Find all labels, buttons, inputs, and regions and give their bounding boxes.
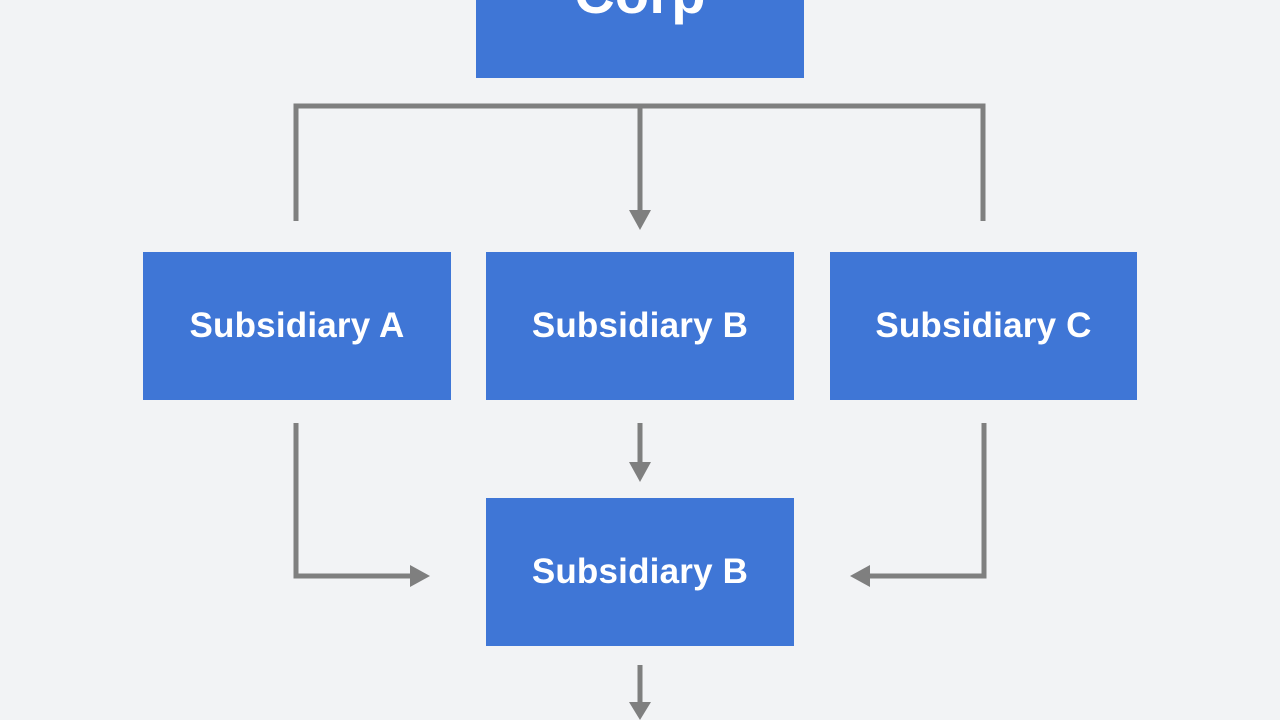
arrowhead-to-b <box>629 210 651 230</box>
arrowhead-lower-b-down <box>629 702 651 720</box>
node-parent-corp[interactable]: Corp <box>476 0 804 78</box>
connector-a-to-lower-b <box>293 423 412 579</box>
node-label: Subsidiary A <box>189 306 405 345</box>
node-subsidiary-c[interactable]: Subsidiary C <box>830 252 1137 400</box>
node-subsidiary-a[interactable]: Subsidiary A <box>143 252 451 400</box>
node-subsidiary-b[interactable]: Subsidiary B <box>486 252 794 400</box>
arrowhead-a-to-lower-b <box>410 565 430 587</box>
node-label: Subsidiary C <box>875 306 1092 345</box>
connector-c-to-lower-b <box>868 423 987 579</box>
node-label: Subsidiary B <box>531 552 749 591</box>
node-subsidiary-b-lower[interactable]: Subsidiary B <box>486 498 794 646</box>
arrowhead-c-to-lower-b <box>850 565 870 587</box>
node-label: Subsidiary B <box>531 306 749 345</box>
node-label: Corp <box>574 0 705 26</box>
arrowhead-b-to-lower-b <box>629 462 651 482</box>
